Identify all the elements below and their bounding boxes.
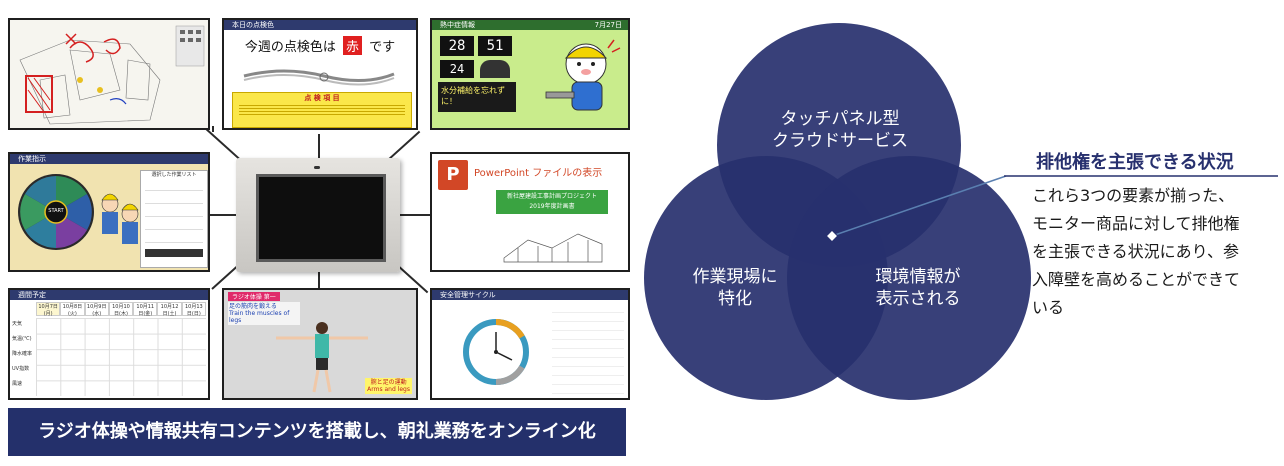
roulette-panel: 作業指示 START 選択した作業リスト	[8, 152, 210, 272]
table-title: 点 検 項 目	[304, 94, 340, 102]
radio-exercise-panel: ラジオ体操 第一 足の筋肉を鍛える Train the muscles of l…	[222, 288, 418, 400]
callout-body-line: いる	[1032, 298, 1065, 317]
row-label: 気温(℃)	[12, 336, 32, 342]
callout-line	[831, 175, 1007, 237]
task-list-card: 選択した作業リスト	[140, 170, 208, 268]
humidity-display: 51	[478, 36, 512, 56]
panel-date: 7月27日	[594, 21, 622, 29]
panel-title-bar: 作業指示	[10, 154, 208, 164]
panel-title-bar: 熱中症情報 7月27日	[432, 20, 628, 30]
venn-diagram	[644, 23, 1278, 400]
wbgt-gauge	[480, 60, 510, 78]
monitor-device	[236, 158, 400, 272]
row-label: UV指数	[12, 366, 30, 372]
schedule-row-labels: 天気 気温(℃) 降水確率 UV指数 風速	[12, 320, 34, 395]
row-label: 天気	[12, 321, 23, 327]
temperature-display: 28	[440, 36, 474, 56]
caption-banner: ラジオ体操や情報共有コンテンツを搭載し、朝礼業務をオンライン化	[8, 408, 626, 456]
monitor-screen	[256, 174, 386, 262]
callout-marker	[825, 229, 839, 243]
safety-cycle-panel: 安全管理サイクル	[430, 288, 630, 400]
exercise-corner-label: 腕と足の運動 Arms and legs	[365, 378, 412, 394]
color-check-panel: 本日の点検色 今週の点検色は 赤 です 点 検 項 目	[222, 18, 418, 130]
venn-label-left: 作業現場に 特化	[692, 267, 778, 309]
exercise-subtitle: 足の筋肉を鍛える Train the muscles of legs	[228, 302, 300, 325]
date-cell: 10月9日(水)	[84, 302, 109, 317]
task-list-title: 選択した作業リスト	[151, 172, 197, 178]
monitor-indicator	[314, 166, 320, 169]
date-cell: 10月13日(日)	[181, 302, 206, 317]
venn-label-top: タッチパネル型 クラウドサービス	[772, 109, 908, 151]
date-cell: 10月8日(火)	[60, 302, 85, 317]
callout-title: 排他権を主張できる状況	[1036, 152, 1234, 173]
date-cell: 10月7日(月)	[36, 302, 61, 317]
building-sketch	[503, 233, 603, 263]
powerpoint-title: PowerPoint ファイルの表示	[474, 168, 603, 179]
heatstroke-panel: 熱中症情報 7月27日 28 51 24 水分補給を忘れずに！	[430, 18, 630, 130]
callout-body-line: モニター商品に対して排他権	[1032, 214, 1240, 233]
safety-schedule-list	[552, 304, 624, 394]
panel-title: 週間予定	[18, 291, 46, 299]
venn-label-right: 環境情報が 表示される	[875, 267, 961, 309]
safety-clock	[463, 318, 529, 386]
panel-title-bar: 安全管理サイクル	[432, 290, 628, 300]
connector-line	[318, 270, 320, 294]
site-map-panel	[8, 18, 210, 130]
callout-body-line: これら3つの要素が揃った、	[1032, 186, 1235, 205]
panel-title: 安全管理サイクル	[440, 291, 496, 299]
panel-title: 作業指示	[18, 155, 46, 163]
advice-box: 水分補給を忘れずに！	[438, 82, 516, 112]
bear-mascot	[545, 39, 621, 111]
roulette-wheel	[18, 174, 94, 250]
callout-body-line: 入障壁を高めることができて	[1032, 270, 1241, 289]
site-map-drawing	[10, 20, 208, 128]
color-heading: 今週の点検色は 赤 です	[224, 36, 416, 55]
venn-circle-right	[787, 156, 1031, 400]
date-cell: 10月11日(金)	[133, 302, 158, 317]
exercise-title: ラジオ体操 第一	[228, 292, 280, 301]
connector-line	[208, 214, 236, 216]
powerpoint-icon: P	[438, 160, 468, 190]
powerpoint-panel: P PowerPoint ファイルの表示 新社屋建設工事計画プロジェクト 201…	[430, 152, 630, 272]
panel-title-bar: 週間予定	[10, 290, 208, 300]
schedule-header-row: 10月7日(月) 10月8日(火) 10月9日(水) 10月10日(木) 10月…	[36, 302, 206, 317]
slide-title-box: 新社屋建設工事計画プロジェクト 2019年度計画書	[496, 190, 608, 214]
rope-illustration	[243, 69, 395, 86]
workers-illustration	[101, 193, 139, 244]
corner-en: Arms and legs	[367, 386, 410, 393]
heading-suffix: です	[369, 40, 396, 55]
subtitle-en: Train the muscles of legs	[229, 310, 290, 324]
callout-body-line: を主張できる状況にあり、参	[1032, 242, 1240, 261]
panel-title: 本日の点検色	[232, 21, 274, 29]
row-label: 風速	[12, 381, 23, 387]
connector-line	[318, 134, 320, 158]
weekly-schedule-panel: 週間予定 10月7日(月) 10月8日(火) 10月9日(水) 10月10日(木…	[8, 288, 210, 400]
check-items-table: 点 検 項 目	[232, 92, 412, 128]
date-cell: 10月12日(土)	[157, 302, 182, 317]
heading-prefix: 今週の点検色は	[244, 40, 336, 55]
schedule-grid	[36, 318, 206, 396]
row-label: 降水確率	[12, 351, 33, 357]
color-word-badge: 赤	[342, 36, 362, 55]
slide-project: 新社屋建設工事計画プロジェクト	[506, 193, 597, 200]
panel-title-bar: 本日の点検色	[224, 20, 416, 30]
roulette-start-label: START	[48, 208, 64, 214]
date-cell: 10月10日(木)	[108, 302, 134, 317]
subtitle-ja: 足の筋肉を鍛える	[229, 303, 277, 310]
corner-ja: 腕と足の運動	[370, 379, 407, 386]
connector-line	[212, 126, 214, 132]
callout-body: これら3つの要素が揃った、 モニター商品に対して排他権 を主張できる状況にあり、…	[1032, 182, 1280, 322]
slide-year: 2019年度計画書	[529, 203, 575, 210]
panel-title: 熱中症情報	[440, 21, 475, 29]
connector-line	[400, 214, 432, 216]
exercise-person	[276, 322, 368, 393]
wbgt-display: 24	[440, 60, 474, 78]
